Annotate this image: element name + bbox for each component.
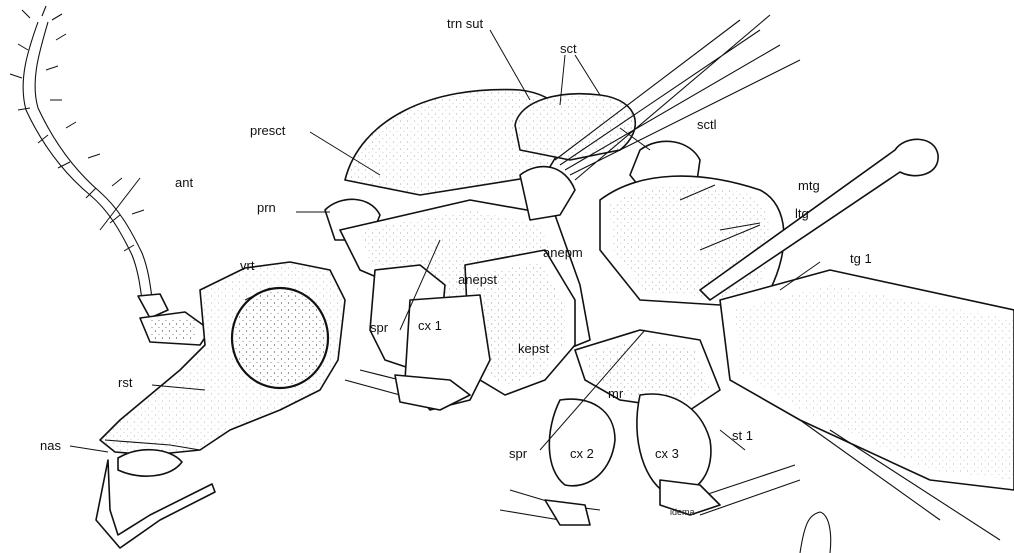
label-prn: prn: [257, 200, 276, 215]
label-sctl: sctl: [697, 117, 717, 132]
label-tg1: tg 1: [850, 251, 872, 266]
label-ant: ant: [175, 175, 193, 190]
label-kepst: kepst: [518, 341, 549, 356]
label-spr-lower: spr: [509, 446, 528, 461]
label-mtg: mtg: [798, 178, 820, 193]
label-presct: presct: [250, 123, 286, 138]
label-nas: nas: [40, 438, 61, 453]
label-trn-sut: trn sut: [447, 16, 484, 31]
label-sct: sct: [560, 41, 577, 56]
label-anepst: anepst: [458, 272, 497, 287]
head-drawing: [96, 262, 345, 548]
label-st1: st 1: [732, 428, 753, 443]
label-spr-upper: spr: [370, 320, 389, 335]
artist-signature: idema: [670, 507, 695, 517]
label-rst: rst: [118, 375, 133, 390]
abdomen-drawing: [720, 270, 1014, 540]
label-ltg: ltg: [795, 206, 809, 221]
label-cx3: cx 3: [655, 446, 679, 461]
label-vrt: vrt: [240, 258, 255, 273]
label-anepm: anepm: [543, 245, 583, 260]
label-cx1: cx 1: [418, 318, 442, 333]
label-cx2: cx 2: [570, 446, 594, 461]
label-mr: mr: [608, 386, 624, 401]
